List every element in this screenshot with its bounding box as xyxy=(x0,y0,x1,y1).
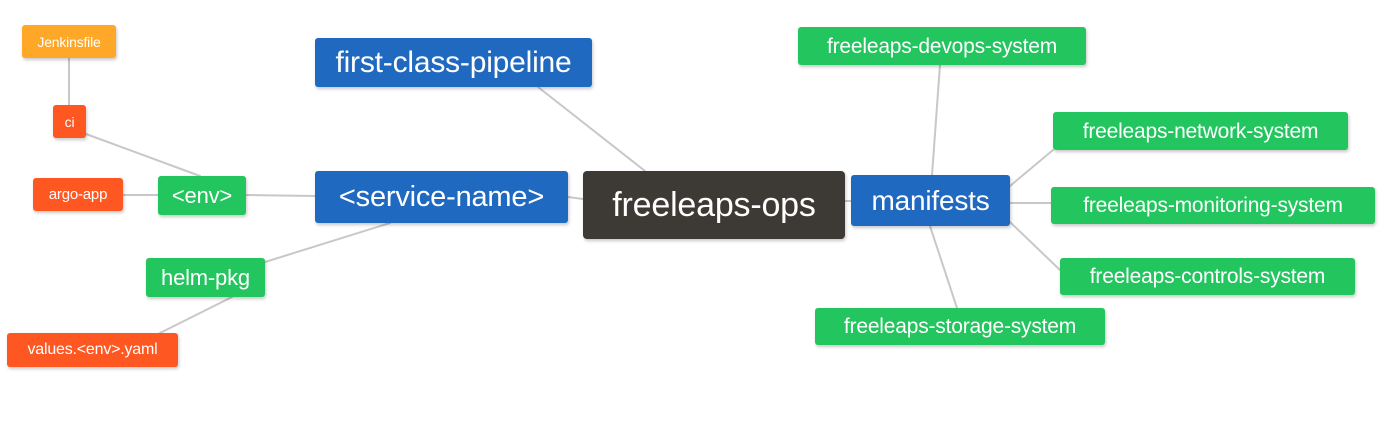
node-label: ci xyxy=(64,113,75,130)
node-label: <service-name> xyxy=(338,180,545,213)
node-label: freeleaps-controls-system xyxy=(1089,265,1326,288)
node-label: freeleaps-ops xyxy=(612,186,816,224)
node-label: <env> xyxy=(171,182,233,208)
node-manifests[interactable]: manifests xyxy=(851,175,1010,226)
edge-freeleaps-devops-system-to-manifests xyxy=(931,64,941,176)
node-freeleaps-ops[interactable]: freeleaps-ops xyxy=(583,171,845,239)
node-label: helm-pkg xyxy=(161,264,250,290)
edge-freeleaps-storage-system-to-manifests xyxy=(929,225,958,309)
edge-service-name-to-freeleaps-ops xyxy=(567,196,584,200)
node-label: freeleaps-monitoring-system xyxy=(1083,194,1343,217)
node-argo-app[interactable]: argo-app xyxy=(33,178,123,211)
node-freeleaps-network-system[interactable]: freeleaps-network-system xyxy=(1053,112,1348,150)
node-label: manifests xyxy=(871,184,990,216)
node-freeleaps-monitoring-system[interactable]: freeleaps-monitoring-system xyxy=(1051,187,1375,224)
node-values-yaml[interactable]: values.<env>.yaml xyxy=(7,333,178,367)
node-env[interactable]: <env> xyxy=(158,176,246,215)
edge-env-to-service-name xyxy=(245,194,316,197)
node-freeleaps-devops-system[interactable]: freeleaps-devops-system xyxy=(798,27,1086,65)
node-label: freeleaps-storage-system xyxy=(843,315,1077,338)
node-freeleaps-controls-system[interactable]: freeleaps-controls-system xyxy=(1060,258,1355,295)
node-service-name[interactable]: <service-name> xyxy=(315,171,568,223)
edge-first-class-pipeline-to-freeleaps-ops xyxy=(537,86,646,172)
node-ci[interactable]: ci xyxy=(53,105,86,138)
node-helm-pkg[interactable]: helm-pkg xyxy=(146,258,265,297)
edge-freeleaps-network-system-to-manifests xyxy=(1009,149,1054,187)
edge-ci-to-env xyxy=(85,133,201,177)
node-freeleaps-storage-system[interactable]: freeleaps-storage-system xyxy=(815,308,1105,345)
node-label: argo-app xyxy=(48,186,108,203)
node-label: values.<env>.yaml xyxy=(27,341,158,358)
node-label: freeleaps-network-system xyxy=(1082,119,1319,143)
edge-helm-pkg-to-service-name xyxy=(264,222,391,263)
edge-freeleaps-controls-system-to-manifests xyxy=(1009,221,1061,271)
node-label: Jenkinsfile xyxy=(37,33,101,50)
node-label: first-class-pipeline xyxy=(335,45,572,79)
edge-values-yaml-to-helm-pkg xyxy=(159,296,233,334)
node-first-class-pipeline[interactable]: first-class-pipeline xyxy=(315,38,592,87)
node-jenkinsfile[interactable]: Jenkinsfile xyxy=(22,25,116,58)
node-label: freeleaps-devops-system xyxy=(827,34,1057,58)
